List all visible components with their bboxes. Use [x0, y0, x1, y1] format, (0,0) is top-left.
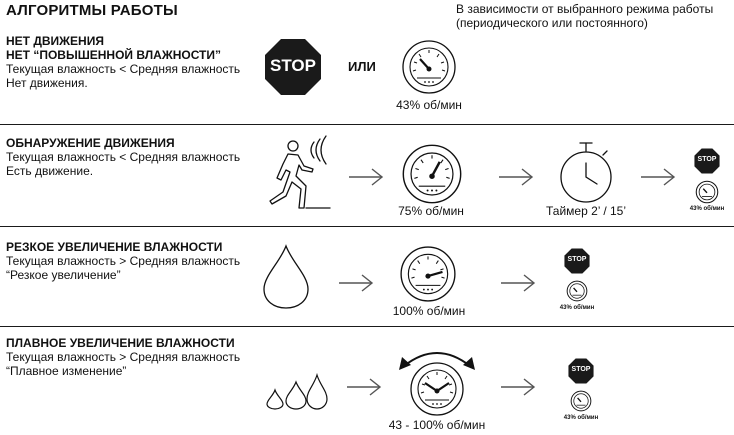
- section-condition: Есть движение.: [6, 164, 94, 178]
- stop-sign-icon: STOP: [568, 358, 594, 384]
- section-sharp-increase-text: РЕЗКОЕ УВЕЛИЧЕНИЕ ВЛАЖНОСТИ Текущая влаж…: [6, 240, 240, 282]
- section-condition: Текущая влажность < Средняя влажность: [6, 150, 241, 164]
- section-divider: [0, 226, 734, 227]
- speed-label: 43% об/мин: [689, 206, 725, 212]
- timer-label: Таймер 2’ / 15’: [545, 204, 626, 218]
- stop-sign-label: STOP: [571, 366, 591, 373]
- arrow-right-icon: [347, 378, 382, 396]
- fan-speed-gauge-icon: [400, 246, 456, 302]
- section-condition: Текущая влажность > Средняя влажность: [6, 350, 241, 364]
- arrow-right-icon: [641, 168, 676, 186]
- section-heading: НЕТ ДВИЖЕНИЯ: [6, 34, 104, 48]
- section-divider: [0, 326, 734, 327]
- speed-label: 43% об/мин: [396, 98, 462, 112]
- speed-label: 43 - 100% об/мин: [388, 418, 486, 432]
- stop-sign-icon: STOP: [564, 248, 590, 274]
- section-condition: Текущая влажность > Средняя влажность: [6, 254, 241, 268]
- stop-sign-label: STOP: [567, 256, 587, 263]
- page-title: АЛГОРИТМЫ РАБОТЫ: [6, 2, 178, 19]
- mode-note-line-2: (периодического или постоянного): [456, 16, 648, 30]
- arrow-right-icon: [349, 168, 384, 186]
- fan-speed-gauge-icon: [566, 280, 588, 302]
- or-label: ИЛИ: [348, 59, 376, 74]
- section-condition: “Резкое увеличение”: [6, 268, 121, 282]
- section-condition: Текущая влажность < Средняя влажность: [6, 62, 241, 76]
- section-heading: НЕТ “ПОВЫШЕННОЙ ВЛАЖНОСТИ”: [6, 48, 222, 62]
- arrow-right-icon: [339, 274, 374, 292]
- section-heading: ПЛАВНОЕ УВЕЛИЧЕНИЕ ВЛАЖНОСТИ: [6, 336, 235, 350]
- stop-sign-icon: STOP: [694, 148, 720, 174]
- arrow-right-icon: [501, 274, 536, 292]
- stop-sign-label: STOP: [270, 56, 316, 75]
- mode-note: В зависимости от выбранного режима работ…: [456, 2, 713, 30]
- walking-person-icon: [269, 135, 331, 209]
- arrow-right-icon: [501, 378, 536, 396]
- section-condition: “Плавное изменение”: [6, 364, 127, 378]
- mode-note-line-1: В зависимости от выбранного режима работ…: [456, 2, 714, 16]
- fan-speed-gauge-icon: [695, 180, 719, 204]
- section-divider: [0, 124, 734, 125]
- fan-speed-variable-gauge-icon: [399, 352, 475, 416]
- fan-speed-gauge-icon: [570, 390, 592, 412]
- speed-label: 43% об/мин: [563, 415, 599, 421]
- speed-label: 43% об/мин: [559, 305, 595, 311]
- speed-label: 100% об/мин: [392, 304, 466, 318]
- water-drop-icon: [263, 244, 309, 309]
- water-drops-icon: [266, 372, 328, 410]
- stop-sign-icon: STOP: [264, 38, 322, 96]
- arrow-right-icon: [499, 168, 534, 186]
- section-no-motion-text: НЕТ ДВИЖЕНИЯ НЕТ “ПОВЫШЕННОЙ ВЛАЖНОСТИ” …: [6, 34, 240, 90]
- speed-label: 75% об/мин: [398, 204, 464, 218]
- section-motion-text: ОБНАРУЖЕНИЕ ДВИЖЕНИЯ Текущая влажность <…: [6, 136, 240, 178]
- fan-speed-gauge-icon: [402, 40, 456, 94]
- stop-sign-label: STOP: [697, 156, 717, 163]
- section-smooth-increase-text: ПЛАВНОЕ УВЕЛИЧЕНИЕ ВЛАЖНОСТИ Текущая вла…: [6, 336, 240, 378]
- section-heading: РЕЗКОЕ УВЕЛИЧЕНИЕ ВЛАЖНОСТИ: [6, 240, 223, 254]
- section-heading: ОБНАРУЖЕНИЕ ДВИЖЕНИЯ: [6, 136, 175, 150]
- fan-speed-gauge-icon: [402, 144, 462, 204]
- stopwatch-icon: [560, 142, 612, 203]
- section-condition: Нет движения.: [6, 76, 88, 90]
